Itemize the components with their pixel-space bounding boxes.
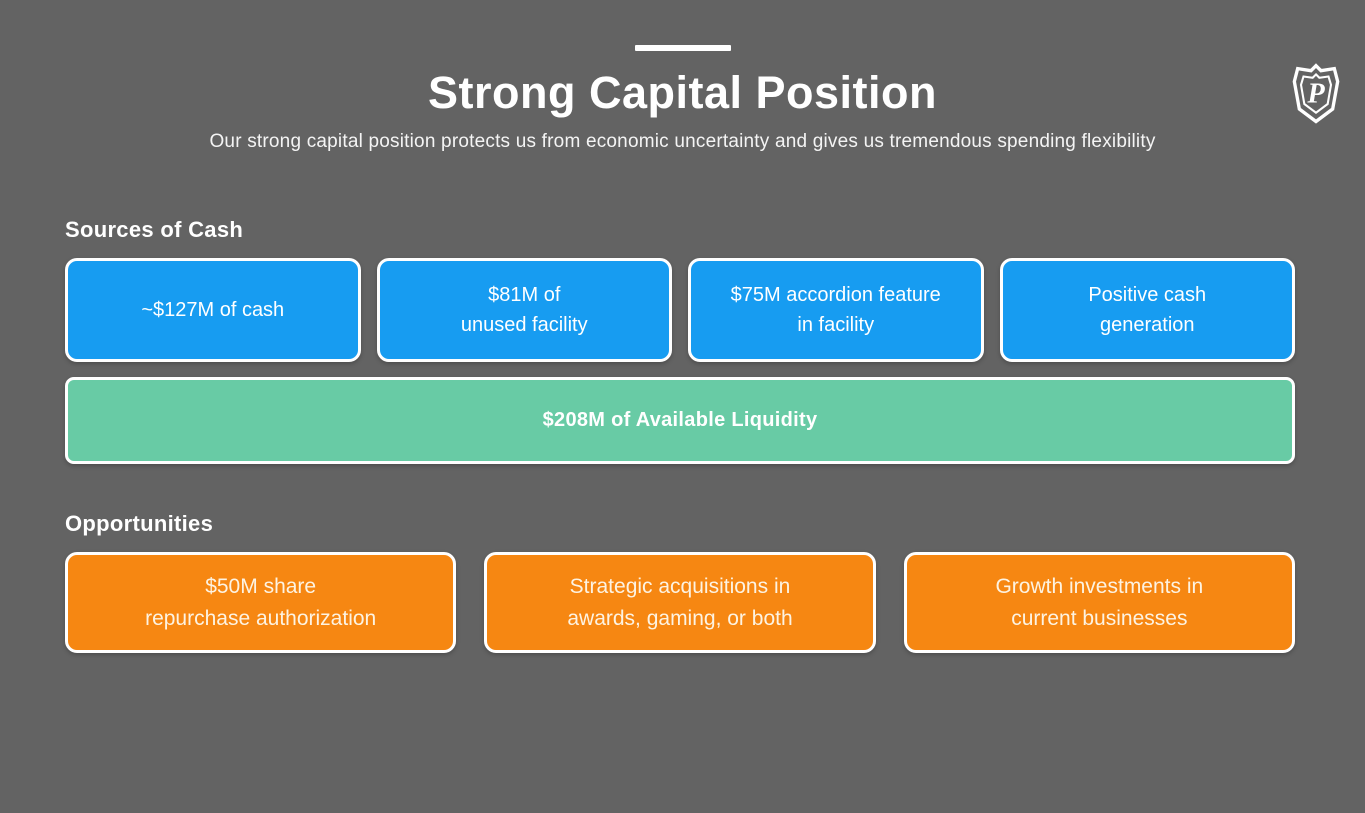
sources-of-cash-heading: Sources of Cash bbox=[65, 217, 244, 242]
opportunity-box-share-repurchase: $50M share repurchase authorization bbox=[65, 552, 457, 653]
opportunities-heading: Opportunities bbox=[65, 511, 214, 536]
opportunities-row: $50M share repurchase authorization Stra… bbox=[65, 552, 1295, 653]
opportunity-box-line: awards, gaming, or both bbox=[567, 606, 793, 630]
source-box-cash-generation: Positive cash generation bbox=[999, 258, 1295, 362]
shield-p-logo-icon: P bbox=[1292, 63, 1340, 124]
source-box-unused-facility: $81M of unused facility bbox=[376, 258, 672, 362]
opportunity-box-growth-investments: Growth investments in current businesses bbox=[903, 552, 1295, 653]
opportunity-box-line: Growth investments in bbox=[995, 574, 1204, 598]
available-liquidity-box: $208M of Available Liquidity bbox=[65, 377, 1295, 464]
opportunity-box-line: $50M share bbox=[205, 574, 317, 598]
source-box-line: generation bbox=[1099, 314, 1195, 336]
title-divider-bar bbox=[634, 45, 731, 51]
source-box-line: unused facility bbox=[460, 314, 588, 336]
opportunity-box-line: Strategic acquisitions in bbox=[569, 574, 791, 598]
logo-letter: P bbox=[1306, 78, 1325, 109]
sources-of-cash-row: ~$127M of cash $81M of unused facility $… bbox=[65, 258, 1295, 362]
opportunity-box-acquisitions: Strategic acquisitions in awards, gaming… bbox=[484, 552, 876, 653]
subtitle: Our strong capital position protects us … bbox=[209, 131, 1156, 152]
source-box-line: $81M of bbox=[488, 284, 561, 306]
opportunity-box-line: current businesses bbox=[1011, 606, 1188, 630]
opportunity-box-line: repurchase authorization bbox=[145, 606, 377, 630]
source-box-cash: ~$127M of cash bbox=[65, 258, 361, 362]
source-box-line: Positive cash bbox=[1088, 284, 1207, 306]
source-box-accordion-feature: $75M accordion feature in facility bbox=[688, 258, 984, 362]
source-box-line: in facility bbox=[797, 314, 875, 336]
page-title: Strong Capital Position bbox=[427, 67, 937, 118]
source-box-line: ~$127M of cash bbox=[141, 299, 285, 321]
slide-content: Sources of Cash ~$127M of cash $81M of u… bbox=[65, 217, 1295, 653]
slide: P Strong Capital Position Our strong cap… bbox=[0, 45, 1365, 813]
source-box-line: $75M accordion feature bbox=[730, 284, 941, 306]
